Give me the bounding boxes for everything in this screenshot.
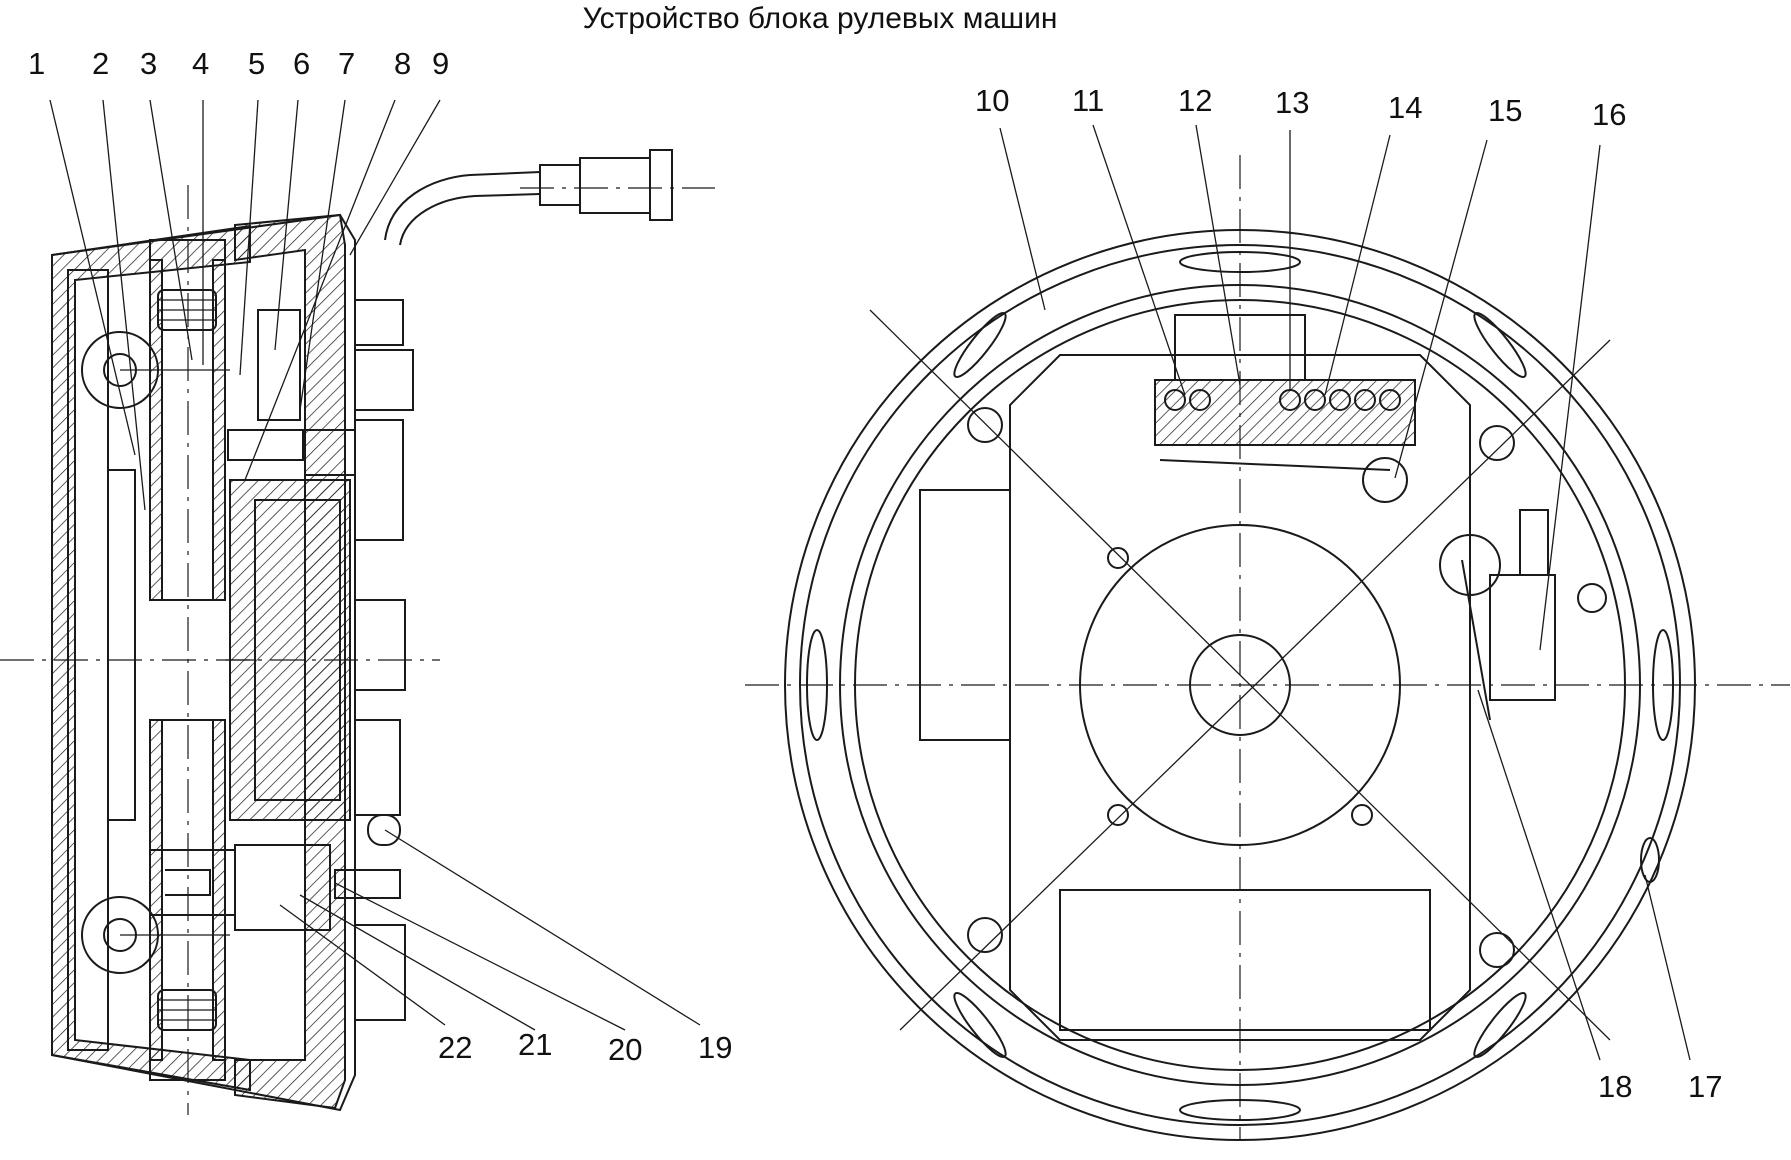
- outer-ring-inner: [799, 244, 1681, 1126]
- housing-side-wall: [234, 213, 346, 1110]
- mounting-flange-inner: [854, 299, 1626, 1071]
- hub-disc: [1079, 524, 1401, 846]
- upper-component-6: [257, 309, 301, 421]
- lever-arm: [1159, 459, 1391, 471]
- cover-recess: [108, 469, 136, 821]
- mount-hole-br: [1479, 932, 1515, 968]
- callout-11: 11: [1072, 83, 1104, 118]
- lower-plug: [334, 869, 401, 899]
- outer-ring: [784, 229, 1696, 1141]
- callout-1: 1: [28, 46, 45, 81]
- right-lever: [1461, 559, 1491, 721]
- spring-coils: [1164, 389, 1401, 411]
- front-view: [745, 155, 1790, 1141]
- right-actuator: [1489, 574, 1556, 701]
- callout-12: 12: [1178, 83, 1212, 118]
- diagram-title: Устройство блока рулевых машин: [582, 2, 1058, 35]
- mount-hole-bl: [967, 917, 1003, 953]
- callout-19: 19: [698, 1030, 732, 1065]
- left-cavity: [919, 489, 1011, 741]
- callout-4: 4: [192, 46, 209, 81]
- right-actuator-cap: [1519, 509, 1549, 576]
- callout-2: 2: [92, 46, 109, 81]
- callout-13: 13: [1275, 85, 1309, 120]
- connector-g: [354, 924, 406, 1021]
- right-pivot: [1439, 534, 1501, 596]
- lower-actuator: [234, 844, 331, 931]
- callout-21: 21: [518, 1027, 552, 1062]
- connector-e: [354, 719, 401, 816]
- callout-8: 8: [394, 46, 411, 81]
- callout-7: 7: [338, 46, 355, 81]
- bottom-cavity: [1059, 889, 1431, 1031]
- callout-10: 10: [975, 83, 1009, 118]
- callout-22: 22: [438, 1030, 472, 1065]
- callout-20: 20: [608, 1032, 642, 1067]
- mount-hole-tr: [1479, 425, 1515, 461]
- plug-tip: [649, 149, 673, 221]
- section-view: [0, 149, 715, 1115]
- callout-labels: 1 2 3 4 5 6 7 8 9 10 11 12 13 14 15 16 1…: [28, 46, 1722, 1104]
- lever-roller: [1362, 457, 1408, 503]
- upper-component-8: [227, 429, 304, 461]
- callout-9: 9: [432, 46, 449, 81]
- connector-a: [354, 299, 404, 346]
- cable-gland: [539, 164, 581, 206]
- ring-slots: [806, 251, 1674, 1121]
- cover-plate: [67, 269, 109, 1051]
- leader-lines: [49, 99, 1691, 1061]
- mounting-flange: [839, 284, 1641, 1086]
- connector-f: [367, 814, 401, 846]
- mount-hole-tl: [967, 407, 1003, 443]
- callout-5: 5: [248, 46, 265, 81]
- hub-center: [1189, 634, 1291, 736]
- callout-6: 6: [293, 46, 310, 81]
- motor-casing: [229, 479, 351, 821]
- callout-17: 17: [1688, 1069, 1722, 1104]
- spring-housing: [1154, 379, 1416, 446]
- plug-body: [579, 157, 651, 214]
- motor-core: [254, 499, 341, 801]
- connector-c: [354, 419, 404, 541]
- cable: [384, 171, 541, 246]
- callout-18: 18: [1598, 1069, 1632, 1104]
- connector-d: [354, 599, 406, 691]
- callout-3: 3: [140, 46, 157, 81]
- callout-14: 14: [1388, 90, 1422, 125]
- connector-b: [354, 349, 414, 411]
- callout-15: 15: [1488, 93, 1522, 128]
- callout-16: 16: [1592, 97, 1626, 132]
